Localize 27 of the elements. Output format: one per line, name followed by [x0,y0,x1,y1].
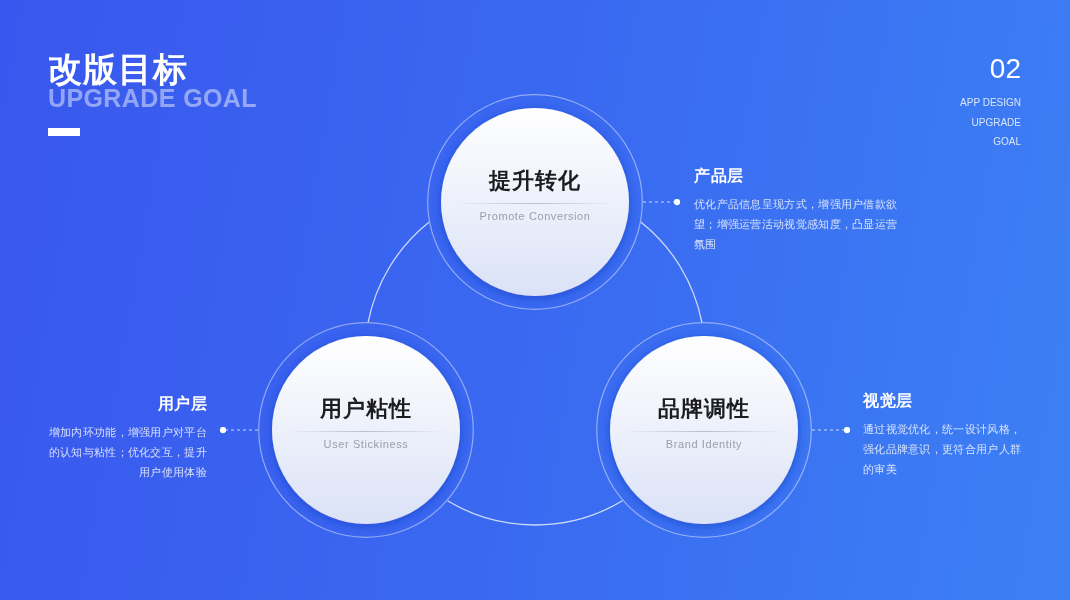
circle-subtitle: Brand Identity [665,437,743,451]
layer-heading: 产品层 [694,166,744,186]
connector-arc [446,500,624,526]
side-caption: GOAL [993,136,1021,148]
goal-circle [427,94,643,310]
leader-line [811,426,851,434]
circle-subtitle: Promote Conversion [479,209,591,223]
circle-subtitle: User Stickiness [323,437,409,451]
page-title: 改版目标 [48,52,188,86]
page-number: 02 [989,55,1021,83]
circle-title: 用户粘性 [320,396,412,422]
layer-heading: 视觉层 [863,391,913,411]
leader-line [642,198,681,206]
layer-heading: 用户层 [157,394,207,414]
connector-arc [640,221,703,323]
circle-title: 提升转化 [489,168,581,194]
side-caption: APP DESIGN [960,97,1021,109]
goal-circle [596,322,812,538]
background-subtitle: UPGRADE GOAL [48,86,257,111]
layer-description: 优化产品信息呈现方式，增强用户借款欲望；增强运营活动视觉感知度，凸显运营氛围 [694,197,899,252]
circle-title: 品牌调性 [658,396,750,422]
layer-description: 增加内环功能，增强用户对平台的认知与粘性；优化交互，提升用户使用体验 [47,425,207,480]
side-caption: UPGRADE [971,117,1021,129]
goal-circle [258,322,474,538]
layer-description: 通过视觉优化，统一设计风格，强化品牌意识，更符合用户人群的审美 [863,422,1023,477]
leader-line [219,426,259,434]
connector-arc [367,221,430,323]
